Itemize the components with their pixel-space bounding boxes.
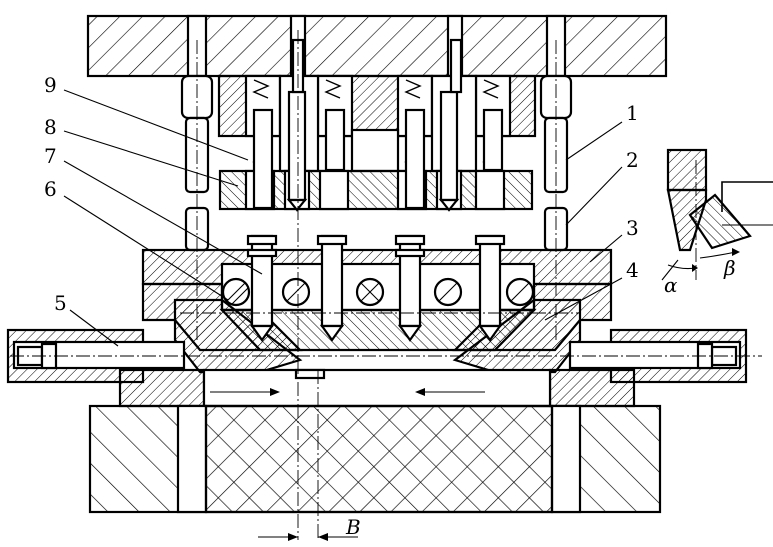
label-5: 5 (54, 291, 67, 315)
detail-punch-top (666, 148, 708, 192)
detail-workpiece (688, 193, 752, 250)
gap-center (350, 128, 400, 173)
detail-frame (721, 181, 773, 212)
part-number-labels: 1 2 3 4 5 6 7 8 9 (44, 73, 639, 315)
dimension-b: B (258, 515, 361, 541)
base-center-block (204, 404, 554, 514)
upper-pins (252, 38, 504, 212)
lower-punches (246, 234, 506, 342)
centerlines (10, 30, 762, 540)
upper-die-assembly (86, 14, 668, 212)
center-gap (294, 368, 326, 380)
label-3: 3 (626, 216, 639, 240)
label-7: 7 (44, 144, 57, 168)
stripper-bore-2 (318, 169, 350, 211)
label-beta: β (723, 256, 736, 280)
slide-gap (202, 368, 552, 408)
base-inner-right (550, 404, 582, 514)
lower-frame-left (118, 368, 206, 408)
label-8: 8 (44, 115, 57, 139)
stripper-bore-4 (474, 169, 506, 211)
label-1: 1 (626, 101, 639, 125)
label-alpha: α (664, 273, 678, 297)
lower-frame-right (548, 368, 636, 408)
flow-arrows (210, 388, 485, 396)
label-4: 4 (626, 258, 639, 282)
leader-lines (63, 89, 623, 347)
label-6: 6 (44, 177, 57, 201)
lower-die-assembly (6, 206, 748, 514)
upper-die-shoe (86, 14, 668, 78)
base-inner-left (176, 404, 208, 514)
label-2: 2 (626, 148, 639, 172)
detail-view: α β (661, 148, 773, 297)
label-9: 9 (44, 73, 57, 97)
label-b: B (345, 515, 361, 539)
steel-balls (221, 277, 535, 307)
